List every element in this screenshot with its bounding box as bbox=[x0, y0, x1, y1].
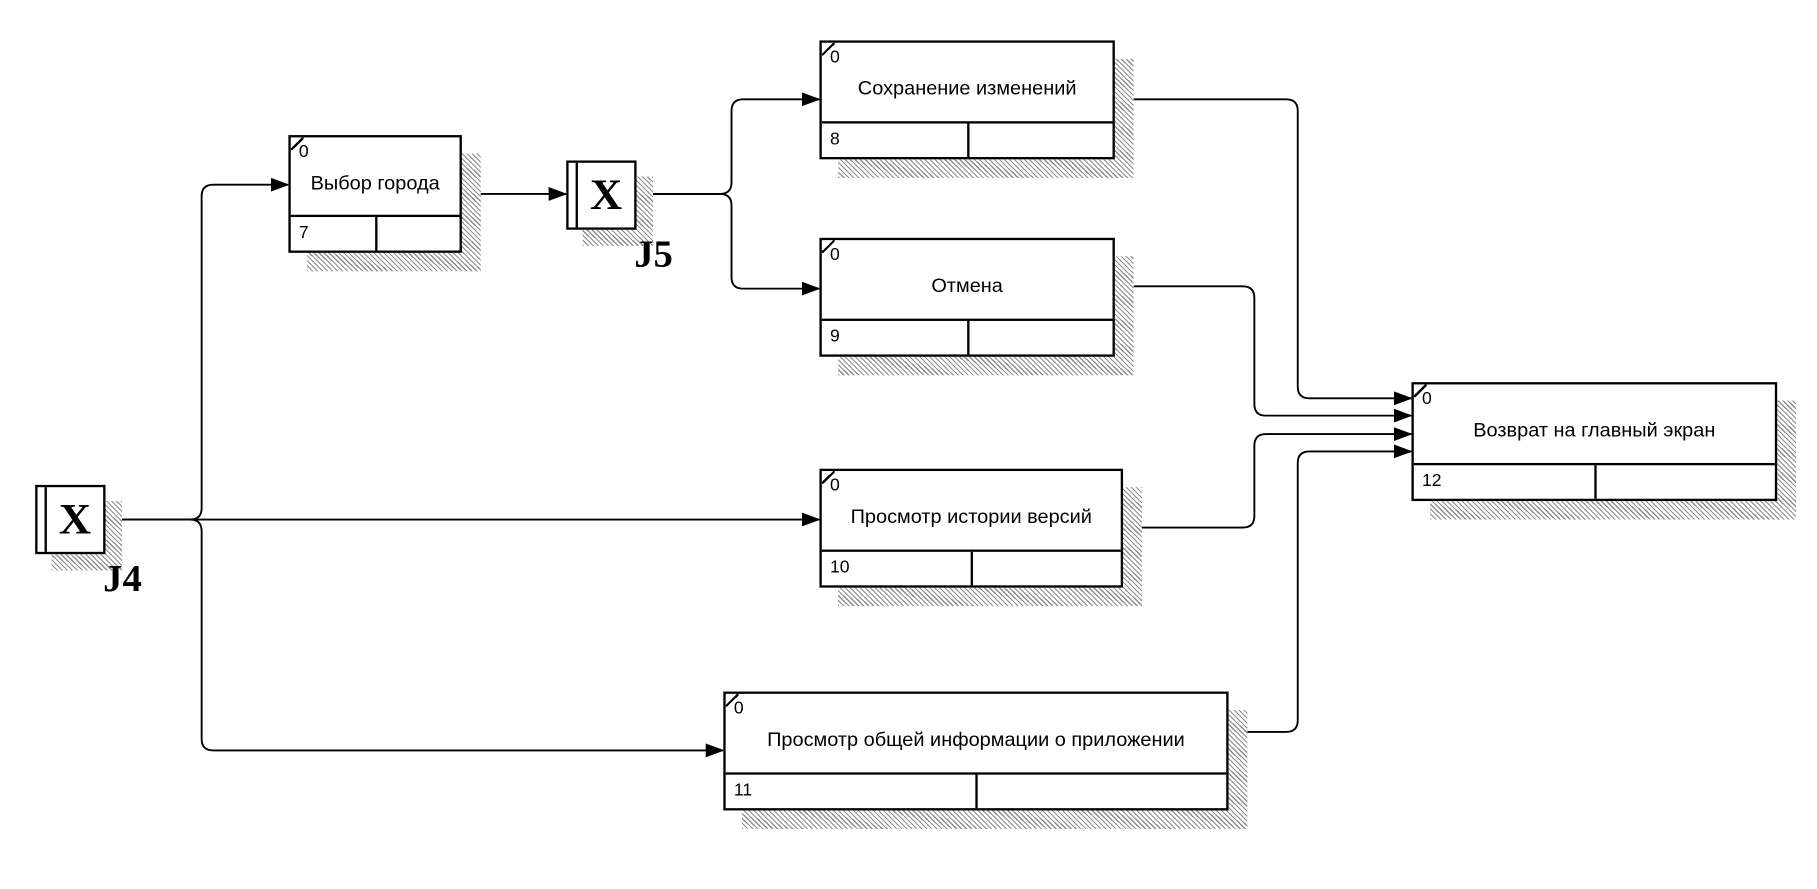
activity-number: 7 bbox=[298, 222, 309, 243]
activity-cost: 0 bbox=[829, 244, 840, 265]
activity-label: Выбор города bbox=[310, 171, 440, 194]
activity-footer: 7 bbox=[290, 214, 460, 251]
activity-label: Отмена bbox=[931, 274, 1003, 297]
activity-number: 10 bbox=[829, 557, 850, 578]
activity-footer: 11 bbox=[725, 772, 1227, 809]
activity-box-7[interactable]: 0 Выбор города 7 bbox=[288, 135, 462, 253]
activity-number: 12 bbox=[1421, 471, 1442, 491]
corner-mark bbox=[821, 471, 835, 484]
footer-divider bbox=[970, 551, 974, 586]
activity-label: Просмотр истории версий bbox=[850, 505, 1092, 528]
activity-footer: 8 bbox=[821, 121, 1113, 158]
corner-mark bbox=[290, 137, 304, 151]
footer-divider bbox=[967, 320, 970, 355]
junction-j4[interactable]: X bbox=[35, 484, 106, 555]
link-j5-to-a8 bbox=[636, 92, 821, 195]
activity-footer: 9 bbox=[821, 318, 1113, 355]
activity-cost: 0 bbox=[829, 47, 840, 67]
activity-cost: 0 bbox=[829, 475, 840, 496]
junction-bar bbox=[44, 487, 47, 552]
footer-divider bbox=[967, 123, 970, 158]
link-a10-to-a12 bbox=[1123, 427, 1413, 529]
link-a8-to-a12 bbox=[1114, 98, 1413, 406]
activity-number: 9 bbox=[829, 326, 840, 347]
activity-footer: 10 bbox=[821, 549, 1121, 586]
activity-number: 8 bbox=[829, 129, 840, 149]
junction-bar bbox=[575, 162, 578, 228]
junction-j5[interactable]: X bbox=[566, 160, 637, 230]
activity-box-12[interactable]: 0 Возврат на главный экран 12 bbox=[1411, 382, 1778, 502]
activity-number: 11 bbox=[733, 780, 753, 801]
corner-mark bbox=[1413, 384, 1427, 398]
link-a9-to-a12 bbox=[1114, 285, 1413, 423]
corner-mark bbox=[725, 693, 739, 707]
activity-cost: 0 bbox=[298, 142, 309, 162]
junction-label-j5: J5 bbox=[634, 234, 673, 276]
footer-divider bbox=[375, 217, 378, 251]
activity-footer: 12 bbox=[1413, 462, 1775, 499]
activity-box-11[interactable]: 0 Просмотр общей информации о приложении… bbox=[723, 691, 1229, 811]
activity-label: Возврат на главный экран bbox=[1473, 419, 1716, 442]
junction-xor-symbol: X bbox=[589, 170, 623, 220]
activity-box-10[interactable]: 0 Просмотр истории версий 10 bbox=[819, 468, 1124, 588]
link-a11-to-a12 bbox=[1228, 444, 1413, 733]
junction-label-j4: J4 bbox=[103, 558, 142, 601]
link-j4-to-a11 bbox=[105, 518, 725, 758]
corner-mark bbox=[821, 42, 835, 56]
junction-xor-symbol: X bbox=[58, 495, 92, 544]
footer-divider bbox=[975, 774, 978, 809]
link-j4-to-a7 bbox=[105, 177, 290, 521]
activity-box-8[interactable]: 0 Сохранение изменений 8 bbox=[819, 40, 1115, 160]
footer-divider bbox=[1594, 465, 1597, 499]
activity-cost: 0 bbox=[733, 698, 744, 719]
corner-mark bbox=[821, 240, 835, 253]
activity-box-9[interactable]: 0 Отмена 9 bbox=[819, 237, 1115, 357]
activity-label: Просмотр общей информации о приложении bbox=[767, 728, 1185, 751]
activity-label: Сохранение изменений bbox=[857, 77, 1077, 100]
link-j5-to-a9 bbox=[636, 193, 821, 296]
activity-cost: 0 bbox=[1421, 389, 1432, 409]
